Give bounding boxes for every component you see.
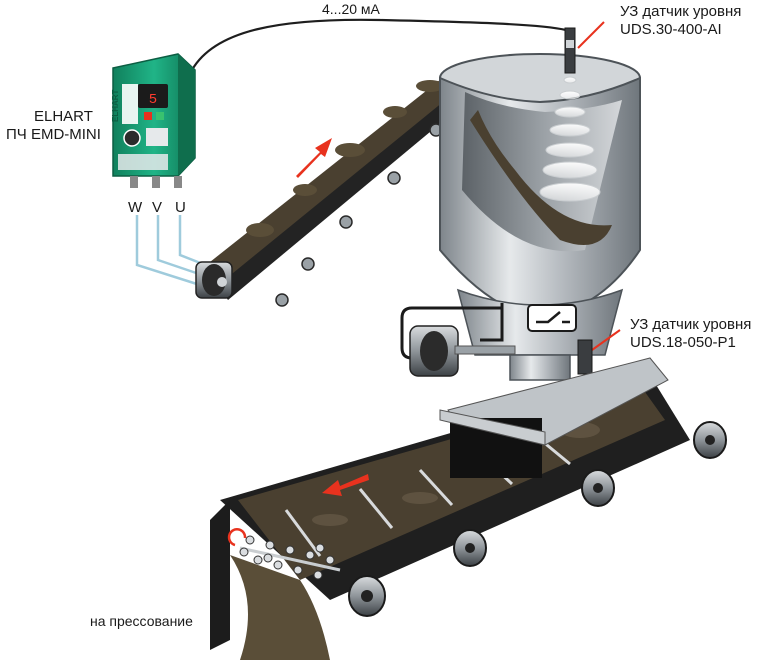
press-roller — [227, 528, 341, 580]
drive-name-line2: ПЧ EMD-MINI — [6, 126, 101, 143]
phase-u-label: U — [175, 199, 186, 216]
incline-motor — [195, 261, 233, 299]
output-label: на прессование — [90, 613, 193, 629]
signal-label: 4...20 мА — [322, 1, 380, 17]
phase-v-label: V — [152, 199, 163, 216]
frequency-drive: 5 ELHART — [111, 53, 196, 188]
inclined-conveyor — [205, 68, 478, 307]
drive-name-line1: ELHART — [34, 108, 93, 125]
horizontal-conveyor — [210, 357, 727, 650]
top-sensor-beam — [539, 76, 601, 202]
drive-brand: ELHART — [111, 89, 120, 122]
bottom-sensor-line2: UDS.18-050-P1 — [630, 334, 736, 351]
hopper — [439, 53, 641, 381]
top-sensor-pointer — [577, 21, 605, 49]
direction-arrow-left — [322, 474, 369, 496]
gate-control-loop — [400, 303, 577, 377]
top-sensor — [564, 27, 576, 74]
bottom-sensor-pointer — [591, 329, 621, 351]
signal-cable — [191, 18, 567, 71]
top-sensor-line2: UDS.30-400-AI — [620, 21, 722, 38]
drive-display: 5 — [149, 92, 157, 108]
top-sensor-line1: УЗ датчик уровня — [620, 3, 742, 20]
direction-arrow-up — [296, 138, 332, 178]
phase-w-label: W — [128, 199, 143, 216]
bottom-sensor-line1: УЗ датчик уровня — [630, 316, 752, 333]
output-flow — [230, 555, 330, 660]
bottom-sensor — [577, 339, 593, 375]
